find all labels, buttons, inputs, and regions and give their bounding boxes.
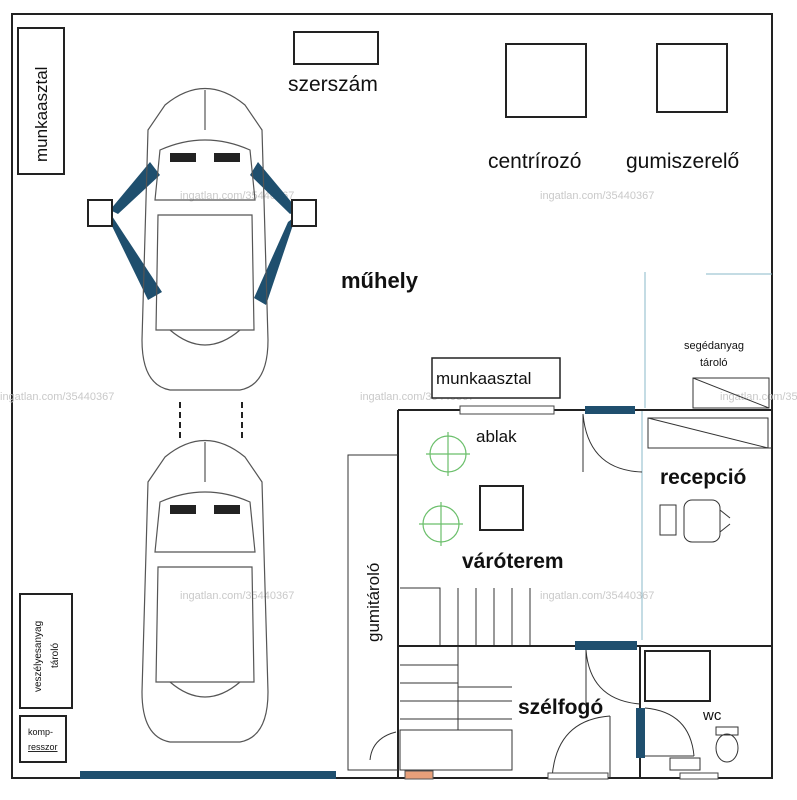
supplies-storage-label-2: tároló — [700, 357, 728, 369]
watermark: ingatlan.com/35440367 — [540, 190, 654, 202]
car-bottom — [141, 439, 269, 743]
hazmat-storage-label: veszélyesanyag — [33, 621, 44, 692]
window — [679, 772, 719, 780]
wc-cabinet — [644, 650, 711, 702]
workbench-middle — [431, 357, 561, 399]
outer-wall — [11, 13, 773, 779]
window — [547, 772, 609, 780]
door-bar — [585, 406, 635, 414]
waiting-chair — [419, 502, 463, 546]
window — [459, 405, 555, 415]
watermark: ingatlan.com/35440367 — [0, 391, 114, 403]
compressor — [19, 715, 67, 763]
door-swing — [369, 731, 397, 761]
hazmat-storage — [19, 593, 73, 709]
workbench-middle-label: munkaasztal — [436, 369, 531, 388]
hazmat-storage-label-2: tároló — [50, 643, 61, 668]
watermark: ingatlan.com/35440367 — [180, 590, 294, 602]
door-swing — [582, 413, 643, 473]
windbreak-label: szélfogó — [518, 696, 603, 719]
wheel-balancer — [505, 43, 587, 118]
door-bar — [636, 708, 645, 758]
staircase — [398, 587, 772, 771]
workbench-left — [17, 27, 65, 175]
supplies-storage-box — [692, 377, 770, 409]
door-swing — [551, 715, 611, 779]
tire-storage-label: gumitároló — [364, 563, 383, 642]
workshop-label: műhely — [341, 268, 419, 293]
tire-storage-rack — [347, 454, 398, 771]
tool-cabinet — [293, 31, 379, 65]
door-swing — [585, 649, 641, 705]
entrance-door — [404, 770, 434, 780]
wheel-balancer-label: centrírozó — [488, 150, 581, 173]
workbench-left-label: munkaasztal — [32, 67, 51, 162]
door-bar — [575, 641, 637, 650]
compressor-label-2: resszor — [28, 742, 58, 752]
reception-label: recepció — [660, 466, 746, 489]
toilet-icon — [715, 726, 739, 763]
car-lift — [87, 162, 317, 305]
watermark: ingatlan.com/35440367 — [540, 590, 654, 602]
wc-label: wc — [702, 707, 722, 724]
tire-changer — [656, 43, 728, 113]
watermark: ingatlan.com/35440367 — [180, 190, 294, 202]
door-swing — [644, 707, 695, 757]
office-chair — [659, 499, 731, 543]
supplies-storage-label: segédanyag — [684, 340, 744, 352]
garage-door — [80, 771, 336, 779]
window-label: ablak — [476, 427, 517, 446]
waiting-table — [479, 485, 524, 531]
tool-cabinet-label: szerszám — [288, 73, 378, 96]
car-top — [141, 87, 269, 391]
waiting-chair — [426, 432, 470, 476]
wc-sink — [669, 757, 701, 771]
watermark: ingatlan.com/35440367 — [720, 391, 797, 403]
waiting-room-label: váróterem — [462, 550, 564, 573]
tire-changer-label: gumiszerelő — [626, 150, 739, 173]
compressor-label: komp- — [28, 727, 53, 737]
